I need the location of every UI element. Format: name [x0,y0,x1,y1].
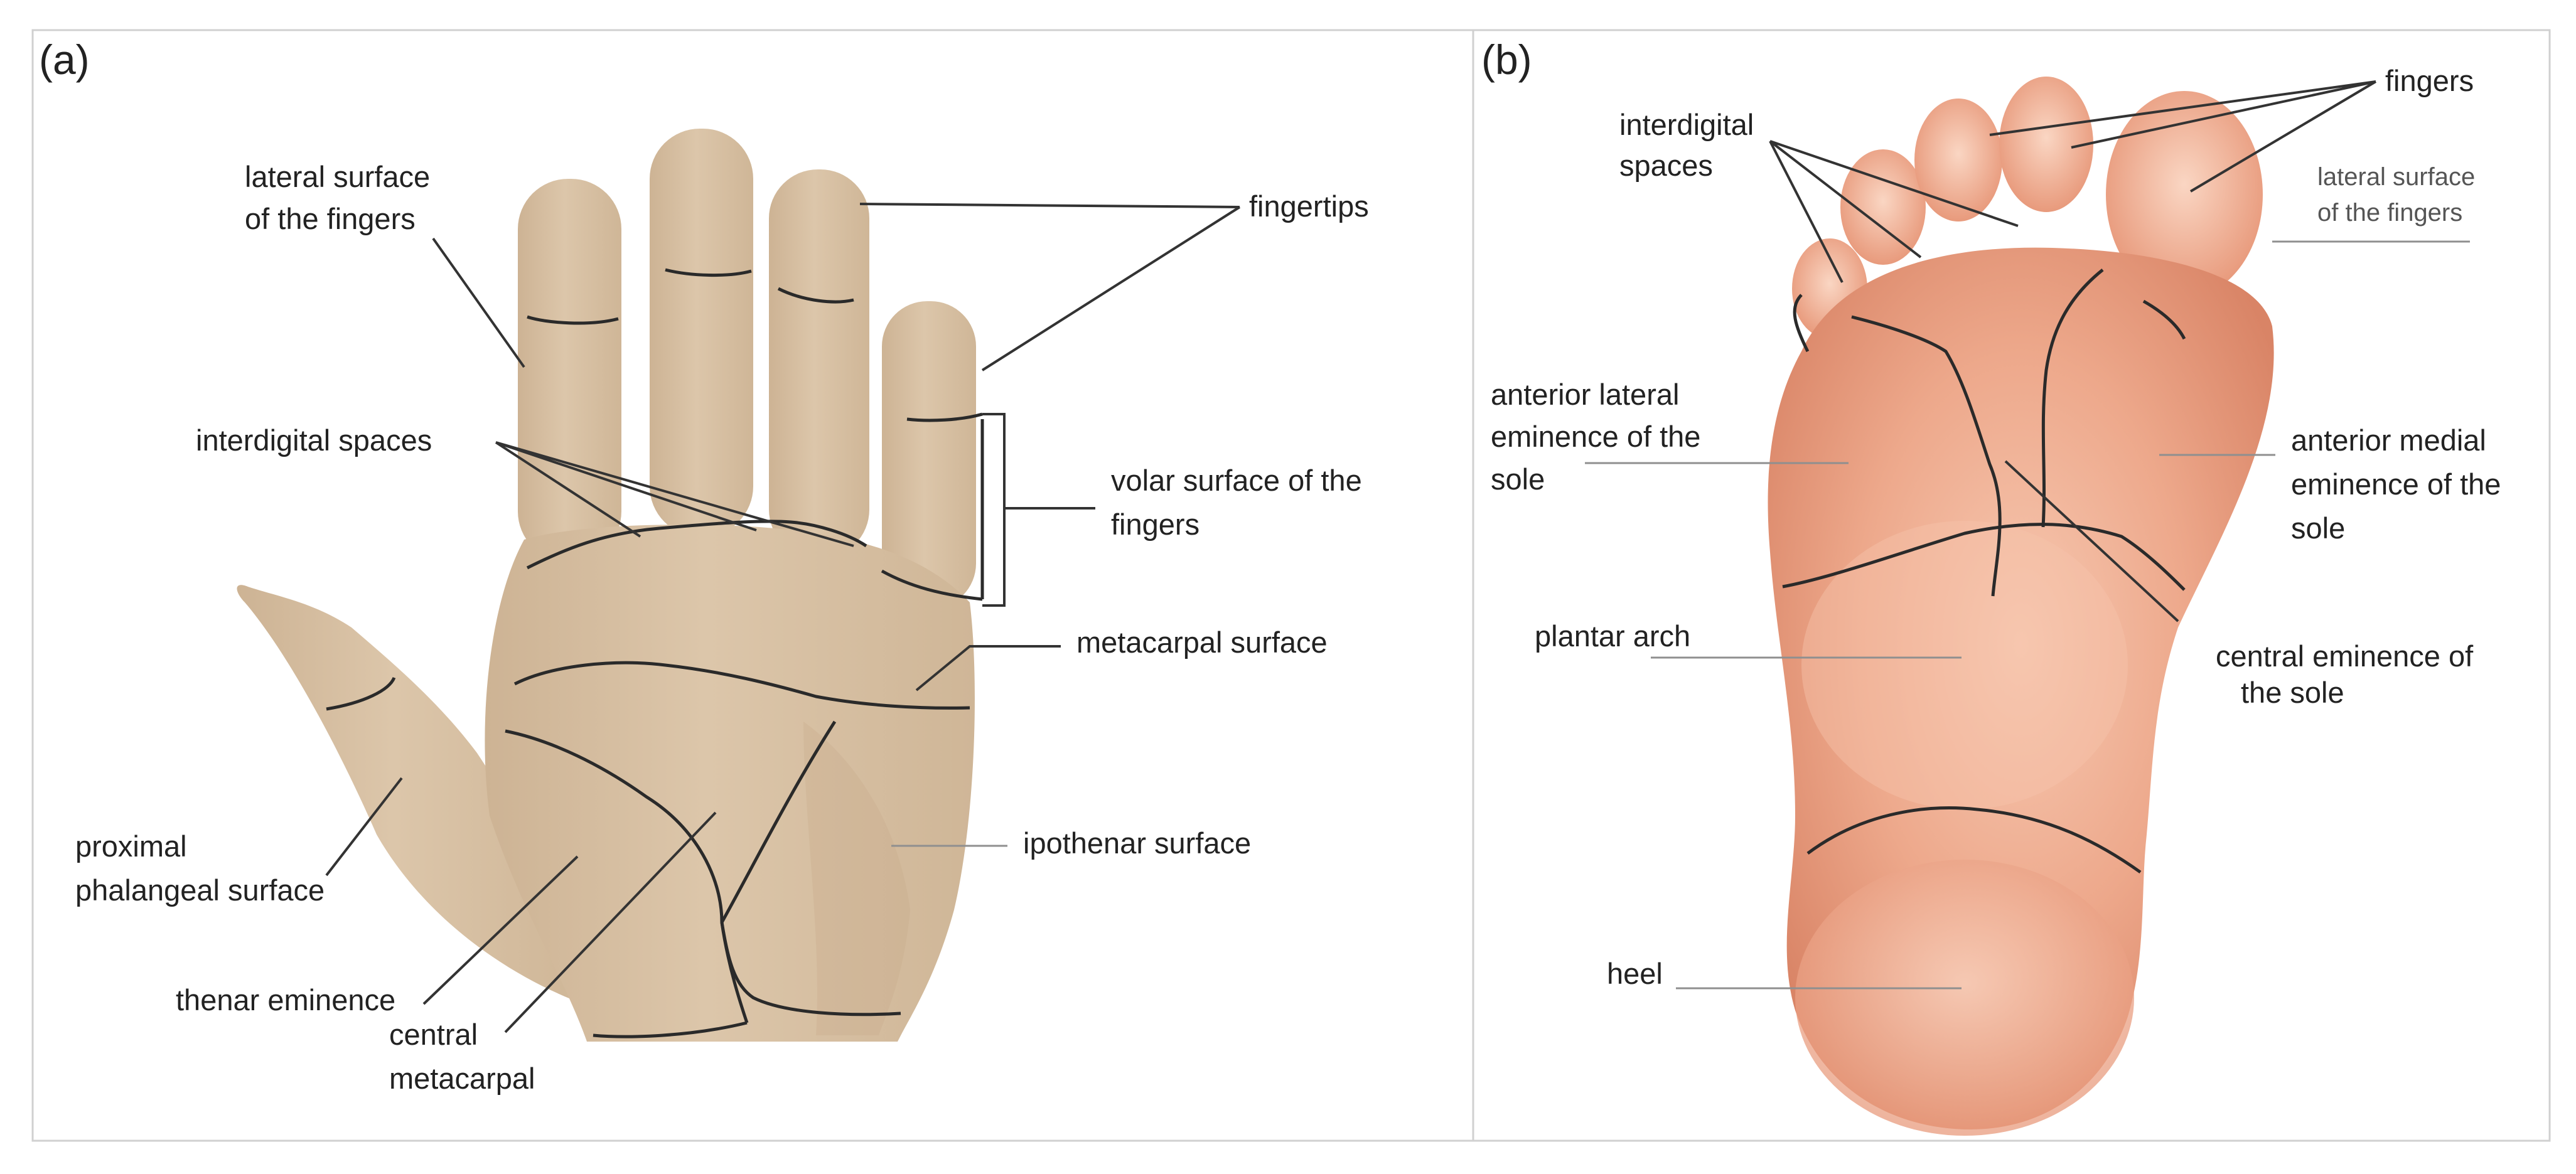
label-central-eminence-line1: central eminence of [2216,639,2474,673]
label-central-eminence: central eminence of the sole [2216,639,2481,709]
label-ipothenar-surface: ipothenar surface [1023,826,1251,860]
label-proximal-phalangeal-line2: phalangeal surface [75,873,325,907]
palm-shadow [803,722,910,1035]
foot-illustration [1768,77,2274,1136]
leader-proximal-phalangeal [325,777,403,877]
leader-interdigital-spaces [495,441,854,547]
label-metacarpal-surface: metacarpal surface [1076,626,1328,659]
finger-index [518,179,621,562]
label-lateral-surface-foot-line1: lateral surface [2317,163,2475,191]
leader-central-eminence [2004,460,2179,622]
label-interdigital-spaces-foot: interdigital spaces [1619,108,1762,182]
label-plantar-arch: plantar arch [1535,619,1690,653]
label-lateral-surface-foot: lateral surface of the fingers [2317,163,2482,227]
leader-interdigital-spaces-foot [1769,140,2019,283]
label-anterior-medial-line1: anterior medial [2291,424,2486,457]
label-lateral-surface-foot-line2: of the fingers [2317,199,2462,227]
label-heel: heel [1607,957,1663,990]
label-anterior-lateral: anterior lateral eminence of the sole [1491,378,1709,496]
label-thenar-eminence: thenar eminence [176,983,395,1017]
arch-pad [1801,521,2128,809]
foot-crease-lines [1782,269,2186,874]
leader-fingers-foot [1989,80,2377,193]
toe-fourth [1840,149,1926,265]
label-central-metacarpal-line2: metacarpal [389,1062,535,1095]
label-interdigital-spaces: interdigital spaces [196,424,432,457]
label-central-eminence-line2: the sole [2241,676,2344,709]
label-lateral-surface-line2: of the fingers [245,202,416,235]
leader-central-metacarpal [504,811,717,1033]
label-volar-surface: volar surface of the fingers [1111,464,1370,541]
label-lateral-surface: lateral surface of the fingers [245,160,438,235]
label-central-metacarpal: central metacarpal [389,1018,535,1095]
panel-a: (a) [39,36,1370,1095]
label-central-metacarpal-line1: central [389,1018,478,1051]
thumb [237,585,584,1004]
panel-a-label: (a) [39,36,90,83]
leader-fingertips [859,203,1241,371]
label-anterior-lateral-line3: sole [1491,462,1545,496]
finger-little [882,301,976,609]
label-lateral-surface-line1: lateral surface [245,160,430,193]
label-fingers-foot: fingers [2385,64,2474,97]
palm [485,525,975,1042]
finger-ring [769,169,869,558]
label-volar-surface-line2: fingers [1111,508,1199,541]
leader-lateral-surface [432,237,525,368]
panel-b: (b) interdigital spa [1481,36,2509,1136]
label-anterior-medial-line2: eminence of the [2291,467,2501,501]
toe-big [2106,91,2263,298]
label-anterior-medial: anterior medial eminence of the sole [2291,424,2509,545]
frame-outer [31,29,2551,1142]
leader-metacarpal-surface [915,645,1061,691]
label-volar-surface-line1: volar surface of the [1111,464,1362,497]
label-anterior-medial-line3: sole [2291,511,2345,545]
label-interdigital-spaces-foot-line1: interdigital [1619,108,1754,141]
heel-pad [1795,860,2134,1136]
toe-third [1914,99,2002,221]
panel-b-label: (b) [1481,36,1532,83]
hand-crease-lines [326,268,984,1038]
finger-middle [650,129,753,536]
hand-illustration [237,129,984,1042]
label-interdigital-spaces-foot-line2: spaces [1619,149,1713,182]
label-fingertips: fingertips [1249,189,1369,223]
label-proximal-phalangeal: proximal phalangeal surface [75,830,325,907]
toe-second [1999,77,2093,212]
bracket-volar-surface [982,413,1095,607]
label-anterior-lateral-line1: anterior lateral [1491,378,1679,411]
label-anterior-lateral-line2: eminence of the [1491,420,1700,453]
label-proximal-phalangeal-line1: proximal [75,830,187,863]
leader-thenar-eminence [422,855,579,1005]
